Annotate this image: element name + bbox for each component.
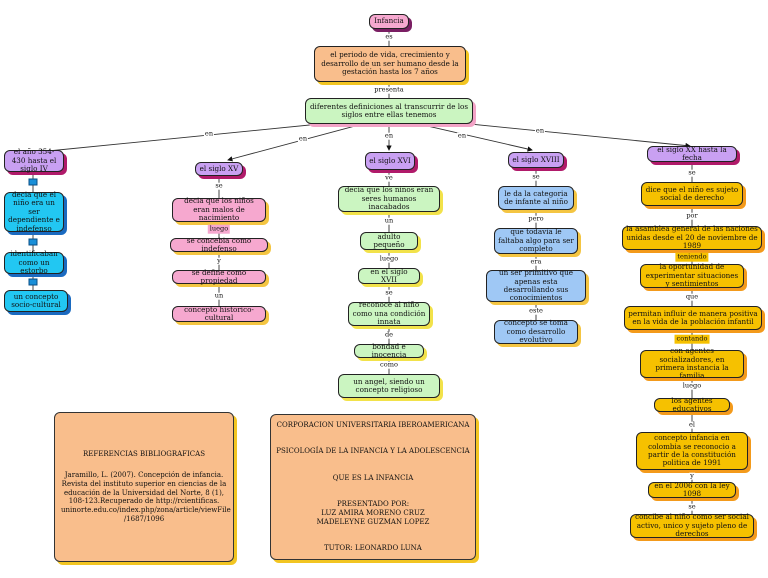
- col1-node-socio-cultural[interactable]: un concepto socio-cultural: [4, 290, 68, 312]
- col3-node-bondad[interactable]: bondad e inocencia: [354, 342, 424, 359]
- col2-node-historico[interactable]: concepto historico-cultural: [172, 305, 266, 322]
- col2-link-2: luego: [207, 224, 231, 234]
- col5-node-oportunidad[interactable]: la oportunidad de experimentar situacion…: [640, 263, 744, 288]
- col4-node-faltaba[interactable]: que todavia le faltaba algo para ser com…: [494, 228, 578, 254]
- col5-link-7: el: [687, 420, 697, 429]
- col5-link-9: se: [687, 502, 697, 511]
- col5-node-influir[interactable]: permitan influir de manera positiva en l…: [624, 306, 762, 330]
- link-label-en-3: en: [383, 131, 395, 140]
- references-body: Jaramillo, L. (2007). Concepción de infa…: [61, 471, 231, 523]
- credits-authors: PRESENTADO POR: LUZ AMIRA MORENO CRUZ MA…: [275, 500, 471, 526]
- col4-link-3: era: [529, 257, 543, 266]
- link-label-en-2: en: [297, 134, 309, 143]
- root-node-infancia[interactable]: Infancia: [369, 14, 409, 29]
- link-label-en-4: en: [456, 131, 468, 140]
- credits-topic: QUE ES LA INFANCIA: [332, 473, 414, 482]
- credits-author-2: MADELEYNE GUZMAN LOPEZ: [316, 517, 430, 526]
- col4-node-primitivo[interactable]: un ser primitivo que apenas esta desarro…: [486, 268, 586, 302]
- credits-course: PSICOLOGÍA DE LA INFANCIA Y LA ADOLESCEN…: [276, 447, 470, 456]
- col3-link-3: luego: [378, 254, 400, 263]
- col2-link-4: un: [213, 291, 225, 300]
- col3-node-inacabados[interactable]: decia que los niños eran seres humanos i…: [338, 186, 440, 212]
- col3-link-6: como: [379, 360, 399, 369]
- col3-node-siglo-xvii[interactable]: en el siglo XVII: [358, 267, 420, 284]
- col5-node-ley-1098[interactable]: en el 2006 con la ley 1098: [648, 481, 736, 498]
- credits-tutor: TUTOR: LEONARDO LUNA: [324, 544, 422, 553]
- col2-link-1: se: [214, 181, 224, 190]
- definitions-node[interactable]: diferentes definiciones al transcurrir d…: [305, 98, 473, 124]
- col5-node-ser-social-activo[interactable]: concibe al niño como ser social activo, …: [630, 513, 754, 538]
- col4-node-categoria[interactable]: le da la categoria de infante al niño: [498, 186, 574, 210]
- col2-link-3: y: [216, 256, 222, 265]
- col5-node-sujeto-social[interactable]: dice que el niño es sujeto social de der…: [641, 182, 743, 206]
- col5-link-6: luego: [681, 381, 703, 390]
- col3-node-angel[interactable]: un angel, siendo un concepto religioso: [338, 374, 440, 398]
- credits-presented-by: PRESENTADO POR:: [336, 500, 410, 509]
- col5-node-constitucion[interactable]: concepto infancia en colombia se reconoc…: [636, 432, 748, 470]
- col3-link-1: ve: [384, 173, 394, 182]
- col1-node-estorbo[interactable]: identificaban como un estorbo: [4, 250, 64, 275]
- col5-link-8: y: [689, 471, 695, 480]
- link-label-en-1: en: [203, 129, 215, 138]
- credits-box[interactable]: CORPORACION UNIVERSITARIA IBEROAMERICANA…: [270, 414, 476, 560]
- col4-link-2: pero: [527, 214, 545, 223]
- col4-node-evolutivo[interactable]: concepto se toma como desarrollo evoluti…: [494, 319, 578, 344]
- link-label-es: es: [384, 32, 394, 41]
- col5-node-agentes-socializadores[interactable]: con agentes socializadores, en primera i…: [640, 346, 744, 380]
- col4-link-1: se: [531, 172, 541, 181]
- period-node-354-430[interactable]: el año 354-430 hasta el siglo IV: [4, 148, 64, 173]
- period-node-siglo-xvi[interactable]: el siglo XVI: [365, 152, 415, 170]
- col3-link-2: un: [383, 216, 395, 225]
- col5-link-1: se: [687, 168, 697, 177]
- col3-link-4: se: [384, 288, 394, 297]
- col5-link-2: por: [685, 211, 699, 220]
- connector-marker: [28, 178, 38, 186]
- col5-link-3: teniendo: [675, 252, 709, 262]
- references-box[interactable]: REFERENCIAS BIBLIOGRAFICAS Jaramillo, L.…: [54, 412, 234, 562]
- connector-marker: [28, 238, 38, 246]
- col5-link-4: que: [684, 292, 700, 301]
- col2-node-propiedad[interactable]: se define como propiedad: [172, 268, 266, 285]
- col3-link-5: de: [383, 330, 395, 339]
- period-node-siglo-xx[interactable]: el siglo XX hasta la fecha: [647, 145, 737, 162]
- col2-node-indefenso[interactable]: se concebia como indefenso: [170, 236, 268, 253]
- period-node-siglo-xviii[interactable]: el siglo XVIII: [508, 152, 564, 168]
- references-title: REFERENCIAS BIBLIOGRAFICAS: [82, 450, 205, 459]
- definition-node[interactable]: el periodo de vida, crecimiento y desarr…: [314, 46, 466, 82]
- col1-node-dependiente[interactable]: decia que el niño era un ser dependiente…: [4, 190, 64, 232]
- credits-university: CORPORACION UNIVERSITARIA IBEROAMERICANA: [276, 421, 470, 429]
- link-label-en-5: en: [534, 126, 546, 135]
- col5-link-5: contando: [674, 334, 710, 344]
- col3-node-condicion-innata[interactable]: reconoce al niño como una condición inna…: [348, 301, 430, 326]
- credits-author-1: LUZ AMIRA MORENO CRUZ: [321, 509, 425, 518]
- link-label-presenta: presenta: [373, 85, 405, 94]
- col2-node-malos[interactable]: decia que los niños eran malos de nacimi…: [172, 197, 266, 222]
- col4-link-4: este: [528, 306, 544, 315]
- col3-node-adulto[interactable]: adulto pequeño: [360, 232, 418, 250]
- col5-node-asamblea[interactable]: la asamblea general de las naciones unid…: [622, 225, 762, 250]
- period-node-siglo-xv[interactable]: el siglo XV: [195, 162, 243, 176]
- connector-marker: [28, 278, 38, 286]
- col5-node-agentes-educativos[interactable]: los agentes educativos: [654, 396, 730, 413]
